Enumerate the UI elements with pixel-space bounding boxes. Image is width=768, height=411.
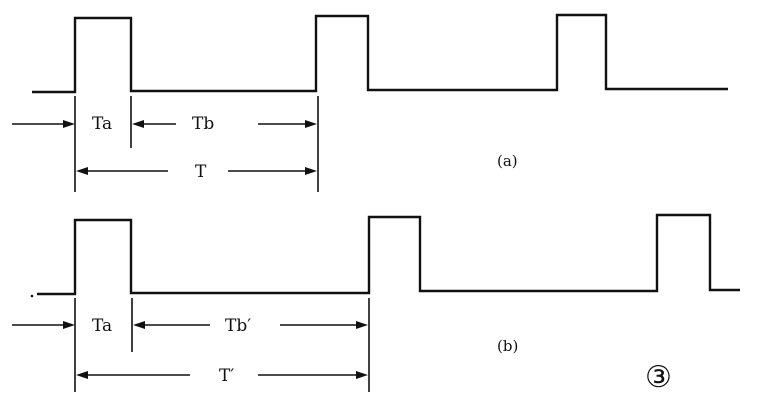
arrowhead-tb-b-right	[356, 321, 368, 329]
pulse-waveform-b	[37, 213, 740, 296]
caption-a: (a)	[497, 152, 518, 170]
label-tb-b: Tb′	[225, 316, 251, 336]
arrowhead-t-b-left	[76, 371, 88, 379]
arrowhead-ta-b	[63, 321, 75, 329]
label-tb-a: Tb	[192, 114, 214, 134]
start-dot-b	[30, 294, 34, 298]
figure-number: ③	[645, 360, 672, 395]
arrowhead-t-b-right	[356, 371, 368, 379]
arrowhead-ta-a	[63, 120, 75, 128]
caption-b: (b)	[497, 337, 518, 355]
arrowhead-t-a-right	[305, 167, 317, 175]
panel-b: Ta Tb′ T′ (b)	[12, 213, 740, 392]
arrowhead-t-a-left	[76, 167, 88, 175]
label-t-a: T	[195, 162, 207, 182]
arrowhead-tb-b-left	[133, 321, 145, 329]
label-ta-a: Ta	[92, 114, 112, 134]
label-t-b: T′	[219, 366, 234, 386]
label-ta-b: Ta	[92, 316, 112, 336]
arrowhead-tb-a-left	[132, 120, 144, 128]
pulse-waveform-a	[32, 13, 728, 94]
panel-a: Ta Tb T (a)	[12, 13, 728, 192]
arrowhead-tb-a-right	[305, 120, 317, 128]
